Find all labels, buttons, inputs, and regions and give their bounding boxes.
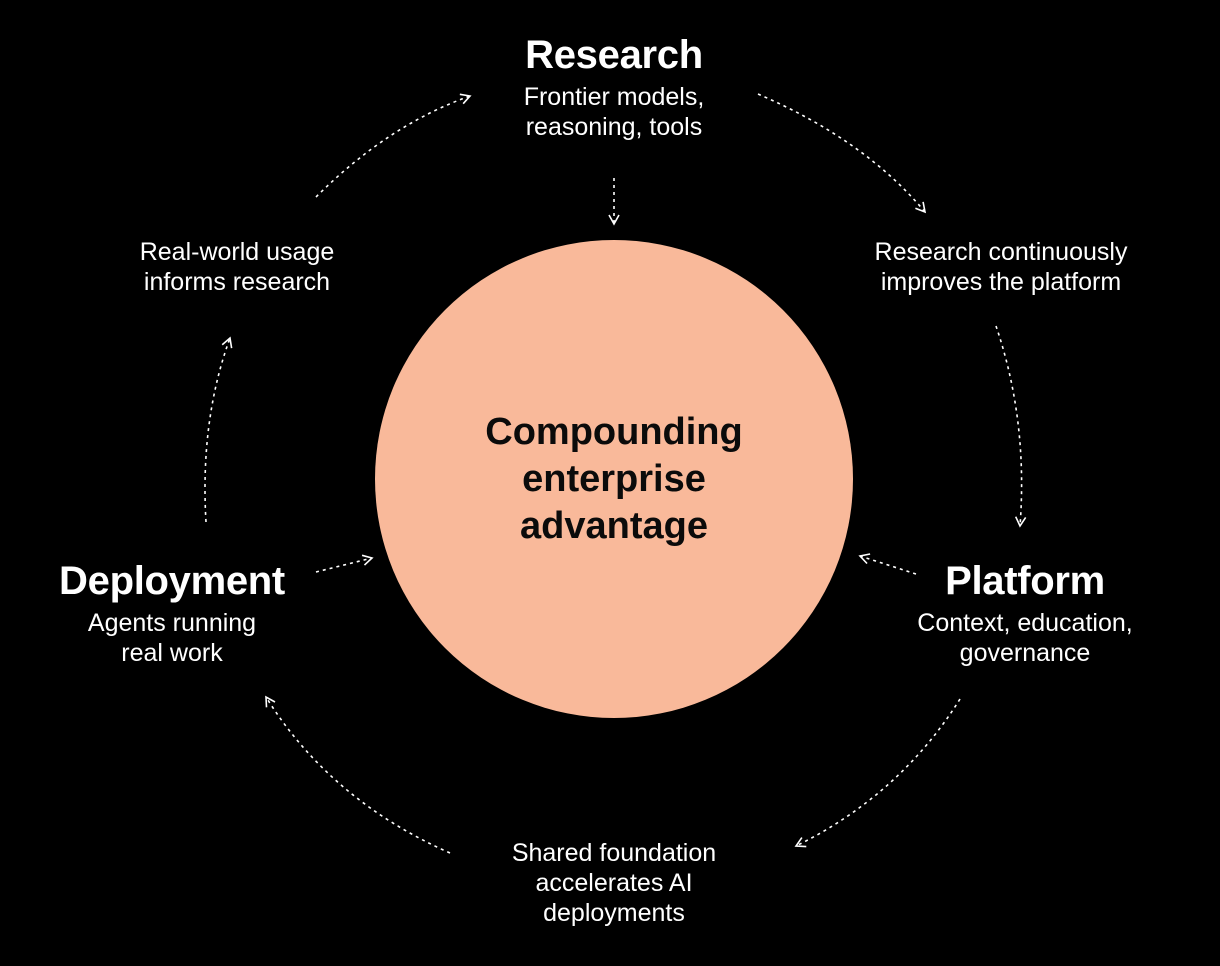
arrow-deployment-to-center (315, 554, 374, 573)
link-label-research-to-platform: Research continuously improves the platf… (874, 238, 1128, 296)
arrow-deployment-to-usage-label (204, 336, 233, 523)
arrow-platform-to-center (858, 553, 917, 575)
node-research: Research Frontier models, reasoning, too… (464, 32, 764, 142)
link-label-platform-to-deployment: Shared foundation accelerates AI deploym… (511, 839, 717, 927)
node-deployment-desc: Agents running real work (87, 609, 257, 667)
node-deployment-title: Deployment (59, 559, 285, 603)
arrow-research-to-platform-label (757, 93, 927, 214)
node-platform-desc: Context, education, governance (917, 609, 1133, 667)
node-research-desc: Frontier models, reasoning, tools (523, 83, 705, 141)
node-platform: Platform Context, education, governance (865, 558, 1185, 668)
center-label: Compounding enterprise advantage (485, 410, 743, 547)
arrow-label-to-platform (995, 325, 1027, 528)
link-label-deployment-to-research: Real-world usage informs research (139, 238, 335, 296)
arrow-usage-label-to-research (315, 93, 472, 198)
center-circle: Compounding enterprise advantage (375, 240, 853, 718)
node-platform-title: Platform (945, 559, 1105, 603)
arrow-platform-to-foundation-label (794, 698, 961, 848)
arrow-foundation-label-to-deployment (265, 695, 451, 854)
node-deployment: Deployment Agents running real work (22, 558, 322, 668)
node-research-title: Research (525, 33, 703, 77)
